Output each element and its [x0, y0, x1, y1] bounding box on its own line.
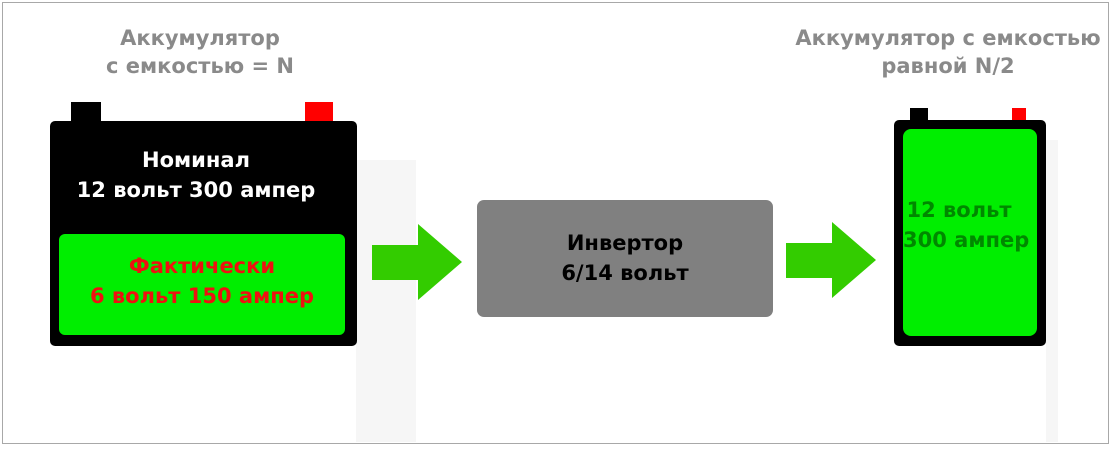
inverter-block: Инвертор 6/14 вольт — [477, 200, 773, 317]
actual-title: Фактически — [128, 254, 276, 278]
right-current: 300 ампер — [903, 228, 1030, 252]
left-battery: Номинал 12 вольт 300 ампер Фактически 6 … — [50, 121, 357, 346]
nominal-title: Номинал — [142, 148, 250, 172]
right-voltage: 12 вольт — [906, 198, 1012, 222]
right-battery: 12 вольт 300 ампер — [894, 120, 1046, 346]
left-caption-line-2: с емкостью = N — [106, 54, 294, 78]
inverter-voltage: 6/14 вольт — [561, 261, 689, 285]
right-caption-line-2: равной N/2 — [881, 54, 1015, 78]
right-negative-terminal — [910, 108, 928, 122]
left-negative-terminal — [71, 102, 101, 124]
right-charge-fill: 12 вольт 300 ампер — [903, 129, 1037, 336]
left-nominal-label: Номинал 12 вольт 300 ампер — [50, 145, 342, 205]
inverter-title: Инвертор — [566, 231, 684, 255]
battery-shadow-left — [356, 160, 416, 442]
right-caption-line-1: Аккумулятор с емкостью — [795, 26, 1101, 50]
left-caption-line-1: Аккумулятор — [120, 26, 280, 50]
left-actual-label: Фактически 6 вольт 150 ампер — [59, 251, 345, 311]
arrow-right-icon — [786, 222, 876, 298]
battery-shadow-right — [1046, 140, 1058, 442]
arrow-right-icon — [372, 224, 462, 300]
left-battery-caption: Аккумулятор с емкостью = N — [90, 24, 310, 80]
right-battery-caption: Аккумулятор с емкостью равной N/2 — [778, 24, 1113, 80]
left-positive-terminal — [305, 102, 333, 122]
right-positive-terminal — [1012, 108, 1026, 120]
nominal-value: 12 вольт 300 ампер — [76, 178, 316, 202]
left-charge-fill: Фактически 6 вольт 150 ампер — [59, 234, 345, 335]
right-value-label: 12 вольт 300 ампер — [903, 195, 1030, 255]
actual-value: 6 вольт 150 ампер — [89, 284, 315, 308]
